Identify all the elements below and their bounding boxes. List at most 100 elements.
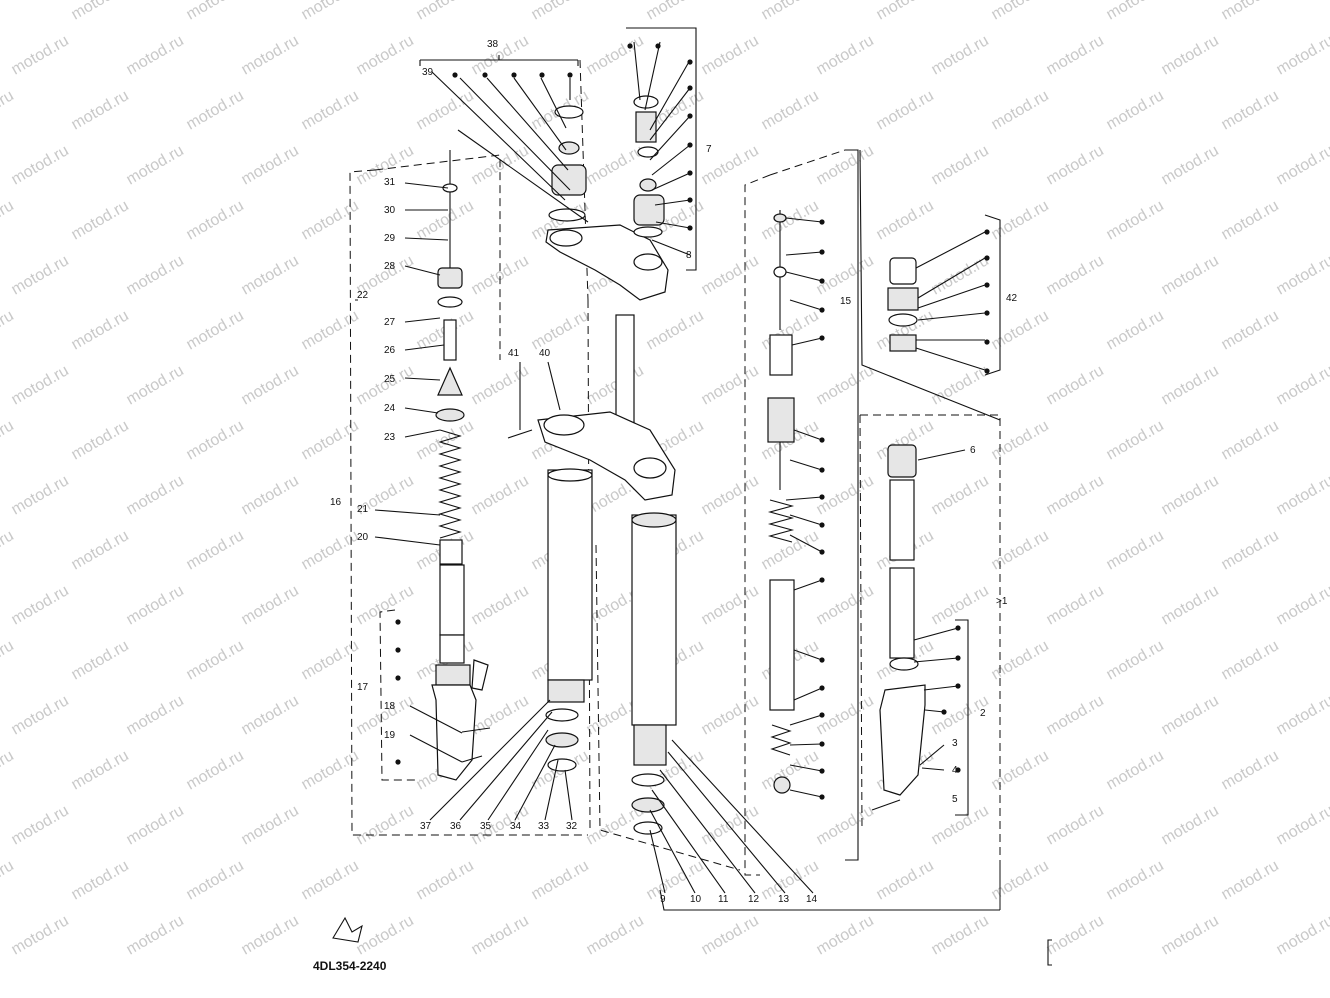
watermark-text: motod.ru bbox=[699, 912, 762, 958]
watermark-text: motod.ru bbox=[1104, 637, 1167, 683]
watermark-text: motod.ru bbox=[354, 362, 417, 408]
watermark-text: motod.ru bbox=[69, 747, 132, 793]
watermark-text: motod.ru bbox=[929, 472, 992, 518]
watermark-text: motod.ru bbox=[1274, 692, 1330, 738]
watermark-text: motod.ru bbox=[9, 912, 72, 958]
washer bbox=[435, 408, 465, 422]
watermark-text: motod.ru bbox=[814, 362, 877, 408]
watermark-text: motod.ru bbox=[239, 472, 302, 518]
watermark-text: motod.ru bbox=[989, 87, 1052, 133]
watermark-text: motod.ru bbox=[1044, 912, 1107, 958]
watermark-text: motod.ru bbox=[69, 0, 132, 23]
watermark-text: motod.ru bbox=[9, 692, 72, 738]
seal-10 bbox=[631, 773, 665, 787]
cartridge-washer bbox=[888, 313, 918, 327]
watermark-text: motod.ru bbox=[124, 32, 187, 78]
part-number-label: 40 bbox=[539, 348, 551, 359]
reference-dot bbox=[819, 437, 825, 443]
reference-dot bbox=[819, 741, 825, 747]
watermark-text: motod.ru bbox=[124, 802, 187, 848]
part-number-label: 2 bbox=[980, 708, 986, 719]
watermark-text: motod.ru bbox=[699, 252, 762, 298]
watermark-text: motod.ru bbox=[469, 912, 532, 958]
part-number-label: 35 bbox=[480, 821, 492, 832]
watermark-text: motod.ru bbox=[69, 197, 132, 243]
watermark-text: motod.ru bbox=[989, 307, 1052, 353]
reference-dot bbox=[819, 712, 825, 718]
reference-dot bbox=[941, 709, 947, 715]
watermark-text: motod.ru bbox=[1104, 87, 1167, 133]
watermark-text: motod.ru bbox=[184, 747, 247, 793]
part-number-label: 18 bbox=[384, 701, 396, 712]
watermark-text: motod.ru bbox=[814, 912, 877, 958]
inner-tube-center bbox=[547, 469, 593, 681]
part-number-label: 8 bbox=[686, 250, 692, 261]
watermark-text: motod.ru bbox=[759, 197, 822, 243]
part-number-label: 10 bbox=[690, 894, 702, 905]
base-spring bbox=[770, 724, 792, 756]
reference-dot bbox=[687, 59, 693, 65]
spring-seat bbox=[439, 539, 463, 565]
watermark-text: motod.ru bbox=[814, 32, 877, 78]
watermark-text: motod.ru bbox=[699, 802, 762, 848]
reference-dot bbox=[482, 72, 488, 78]
watermark-text: motod.ru bbox=[1104, 527, 1167, 573]
washer-7 bbox=[637, 146, 659, 158]
watermark-text: motod.ru bbox=[1104, 307, 1167, 353]
part-number-label: 37 bbox=[420, 821, 432, 832]
reference-dot bbox=[819, 657, 825, 663]
watermark-text: motod.ru bbox=[1044, 32, 1107, 78]
oil-seal-34 bbox=[545, 732, 579, 748]
reference-dot bbox=[955, 625, 961, 631]
watermark-text: motod.ru bbox=[469, 32, 532, 78]
watermark-text: motod.ru bbox=[124, 582, 187, 628]
reference-dot bbox=[819, 467, 825, 473]
bolt-3 bbox=[919, 744, 945, 766]
part-number-label: 6 bbox=[970, 445, 976, 456]
watermark-text: motod.ru bbox=[354, 582, 417, 628]
watermark-text: motod.ru bbox=[759, 0, 822, 23]
watermark-text: motod.ru bbox=[814, 802, 877, 848]
watermark-text: motod.ru bbox=[1219, 747, 1282, 793]
reference-dot bbox=[819, 522, 825, 528]
watermark-text: motod.ru bbox=[1159, 32, 1222, 78]
reference-dot bbox=[687, 142, 693, 148]
inner-tube-top bbox=[547, 468, 593, 482]
part-number-label: 33 bbox=[538, 821, 550, 832]
watermark-text: motod.ru bbox=[124, 362, 187, 408]
reference-dot bbox=[655, 43, 661, 49]
reference-dot bbox=[395, 675, 401, 681]
reference-dot bbox=[819, 278, 825, 284]
watermark-text: motod.ru bbox=[759, 527, 822, 573]
watermark-text: motod.ru bbox=[1274, 362, 1330, 408]
reference-dot bbox=[955, 683, 961, 689]
cartridge-cap bbox=[889, 257, 917, 285]
watermark-text: motod.ru bbox=[124, 912, 187, 958]
outer-tube-left bbox=[431, 684, 477, 781]
part-number-label: 21 bbox=[357, 504, 369, 515]
watermark-text: motod.ru bbox=[9, 802, 72, 848]
watermark-text: motod.ru bbox=[529, 0, 592, 23]
watermark-text: motod.ru bbox=[584, 912, 647, 958]
rod-nut bbox=[773, 266, 787, 278]
part-number-label: 11 bbox=[718, 894, 729, 905]
watermark-text: motod.ru bbox=[1274, 32, 1330, 78]
watermark-text: motod.ru bbox=[1104, 857, 1167, 903]
reference-dot bbox=[395, 619, 401, 625]
locknut bbox=[442, 183, 458, 193]
clip-33 bbox=[547, 758, 577, 772]
inner-tube-right-lower bbox=[889, 567, 915, 659]
part-number-label: 19 bbox=[384, 730, 396, 741]
damper-cylinder bbox=[769, 579, 795, 711]
watermark-text: motod.ru bbox=[354, 912, 417, 958]
watermark-text: motod.ru bbox=[69, 87, 132, 133]
part-number-label: 42 bbox=[1006, 293, 1018, 304]
watermark-text: motod.ru bbox=[1274, 802, 1330, 848]
manufacturer-mark-icon bbox=[332, 916, 1052, 966]
watermark-text: motod.ru bbox=[699, 692, 762, 738]
pinch-bolt-41 bbox=[507, 429, 533, 439]
watermark-text: motod.ru bbox=[814, 252, 877, 298]
watermark-text: motod.ru bbox=[1159, 362, 1222, 408]
inner-tube-right-upper bbox=[889, 479, 915, 561]
